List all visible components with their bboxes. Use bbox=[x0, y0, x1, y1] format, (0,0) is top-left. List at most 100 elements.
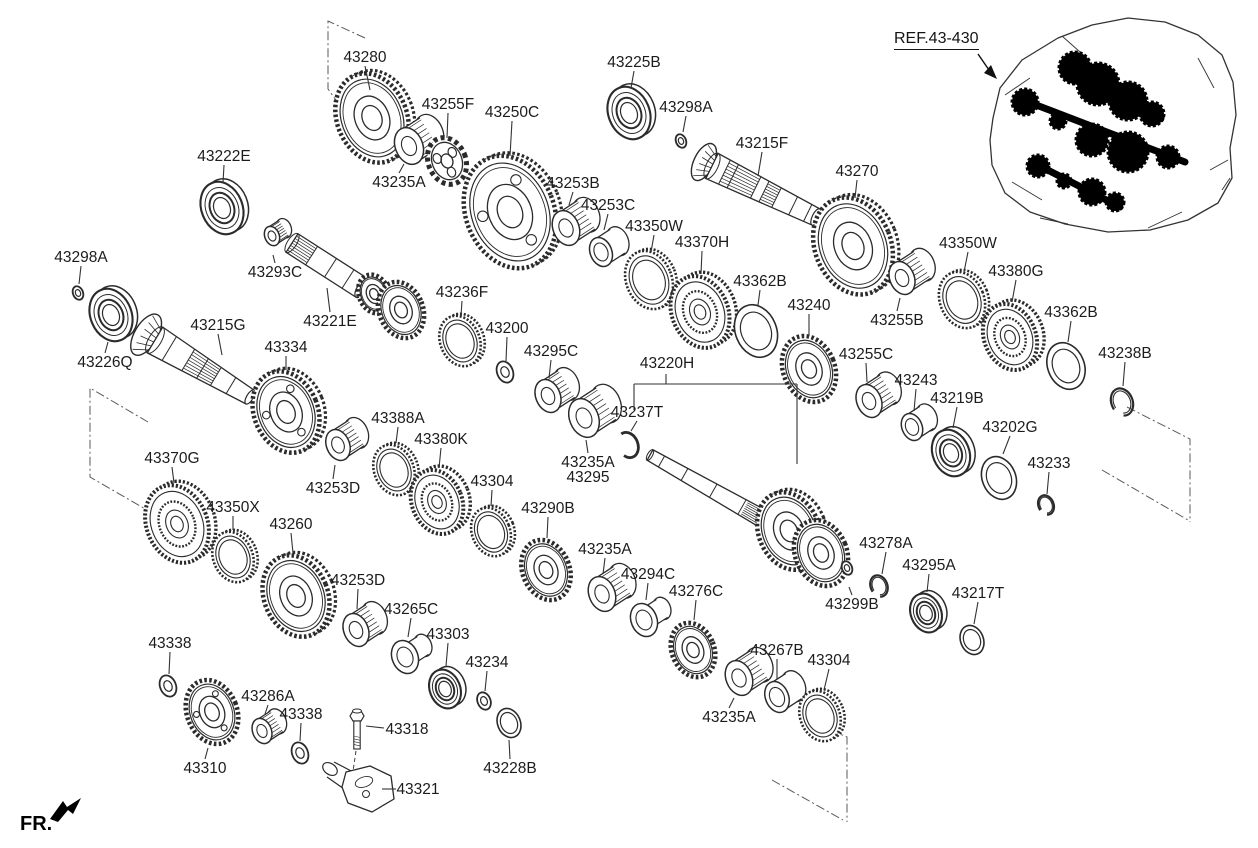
part-label: 43298A bbox=[659, 99, 713, 116]
part-43370h-14 bbox=[668, 270, 739, 350]
part-label: 43350W bbox=[625, 218, 683, 235]
part-43253b-11 bbox=[551, 196, 601, 247]
part-43290b-44 bbox=[519, 537, 573, 603]
part-label: 43370H bbox=[675, 234, 729, 251]
part-label: 43260 bbox=[269, 516, 312, 533]
part-43334-25 bbox=[250, 366, 328, 455]
part-43253d-55 bbox=[342, 600, 389, 648]
part-label: 43253D bbox=[331, 572, 385, 589]
parts bbox=[71, 68, 1135, 813]
part-label: 43338 bbox=[279, 706, 322, 723]
part-label: 43334 bbox=[264, 339, 307, 356]
part-43253c-12 bbox=[588, 226, 630, 268]
part-label: 43236F bbox=[436, 284, 489, 301]
part-label: 43304 bbox=[807, 652, 850, 669]
part-label: 43253D bbox=[306, 480, 360, 497]
part-43338-63 bbox=[290, 741, 310, 765]
part-43294c-46 bbox=[629, 596, 672, 638]
part-label: 43235A bbox=[702, 709, 756, 726]
part-43260-39 bbox=[260, 550, 338, 639]
part-43370g-37 bbox=[143, 479, 218, 565]
part-label: 43295 bbox=[566, 469, 609, 486]
input-shaft-43215f bbox=[690, 142, 822, 226]
output-shaft-43220h bbox=[645, 448, 851, 589]
part-43243-33 bbox=[900, 403, 939, 442]
part-label: 43278A bbox=[859, 535, 913, 552]
part-label: 43253C bbox=[581, 197, 635, 214]
part-label: 43238B bbox=[1098, 345, 1151, 362]
part-43350w-18 bbox=[937, 268, 991, 330]
part-label: 43219B bbox=[930, 390, 983, 407]
part-43299b-52 bbox=[840, 560, 854, 576]
part-label: 43255F bbox=[422, 96, 475, 113]
fr-direction-label: FR. bbox=[20, 813, 53, 835]
part-43303-57 bbox=[427, 665, 467, 710]
part-label: 43294C bbox=[621, 566, 675, 583]
part-label: 43380K bbox=[414, 431, 468, 448]
part-43235a-29 bbox=[567, 383, 623, 439]
part-label: 43321 bbox=[396, 781, 439, 798]
part-label: 43240 bbox=[787, 297, 830, 314]
shafts bbox=[130, 142, 851, 589]
part-label: 43253B bbox=[546, 175, 599, 192]
part-label: 43235A bbox=[561, 454, 615, 471]
part-43255f-2 bbox=[424, 135, 470, 187]
part-label: 43200 bbox=[485, 320, 528, 337]
part-43298a-5 bbox=[674, 133, 688, 149]
part-43298a-22 bbox=[71, 285, 85, 301]
part-43240-16 bbox=[779, 333, 839, 405]
part-label: 43233 bbox=[1027, 455, 1070, 472]
part-label: 43217T bbox=[952, 585, 1005, 602]
part-label: 43255C bbox=[839, 346, 893, 363]
part-43362b-15 bbox=[733, 304, 779, 358]
part-43304-43 bbox=[469, 504, 517, 558]
part-43270-7 bbox=[810, 192, 901, 297]
part-label: 43243 bbox=[894, 372, 937, 389]
part-label: 43225B bbox=[607, 54, 660, 71]
part-label: 43286A bbox=[241, 688, 295, 705]
part-43295c-28 bbox=[534, 366, 581, 414]
part-label: 43380G bbox=[988, 263, 1043, 280]
part-label: 43235A bbox=[578, 541, 632, 558]
part-43380g-19 bbox=[980, 298, 1046, 372]
part-label: 43270 bbox=[835, 163, 878, 180]
part-43228b-59 bbox=[496, 707, 522, 739]
part-label: 43298A bbox=[54, 249, 108, 266]
part-label: 43293C bbox=[248, 264, 302, 281]
part-43295a-53 bbox=[908, 589, 948, 634]
part-label: 43388A bbox=[371, 410, 425, 427]
part-43286a-62 bbox=[251, 708, 288, 745]
part-43253d-40 bbox=[325, 416, 370, 462]
part-label: 43290B bbox=[521, 500, 574, 517]
part-43255c-32 bbox=[855, 371, 902, 419]
part-43238b-21 bbox=[1109, 387, 1135, 417]
part-label: 43362B bbox=[733, 273, 786, 290]
part-43278a-51 bbox=[869, 574, 889, 598]
part-label: 43362B bbox=[1044, 304, 1097, 321]
part-label: 43295A bbox=[902, 557, 956, 574]
part-43226q-23 bbox=[88, 285, 139, 343]
part-43255b-17 bbox=[888, 247, 936, 296]
part-label: 43350W bbox=[939, 235, 997, 252]
part-43219b-34 bbox=[930, 425, 976, 478]
part-43225b-4 bbox=[606, 83, 657, 141]
part-label: 43304 bbox=[470, 473, 513, 490]
part-label: 43267B bbox=[750, 642, 803, 659]
fr-direction-arrow bbox=[50, 798, 81, 822]
part-43350w-13 bbox=[623, 247, 679, 311]
part-43235a-45 bbox=[587, 562, 637, 613]
part-43388a-41 bbox=[371, 441, 421, 497]
ref-section-label: REF.43-430 bbox=[894, 30, 979, 50]
part-label: 43226Q bbox=[77, 354, 132, 371]
part-label: 43318 bbox=[385, 721, 428, 738]
part-43338-60 bbox=[158, 674, 178, 698]
part-43321-65 bbox=[322, 761, 395, 813]
counter-shaft-43221e bbox=[284, 232, 427, 341]
part-label: 43215F bbox=[736, 135, 789, 152]
part-label: 43221E bbox=[303, 313, 356, 330]
part-43280-0 bbox=[333, 68, 417, 165]
part-43310-61 bbox=[183, 677, 241, 747]
part-label: 43202G bbox=[982, 419, 1037, 436]
part-43380k-42 bbox=[408, 464, 473, 537]
